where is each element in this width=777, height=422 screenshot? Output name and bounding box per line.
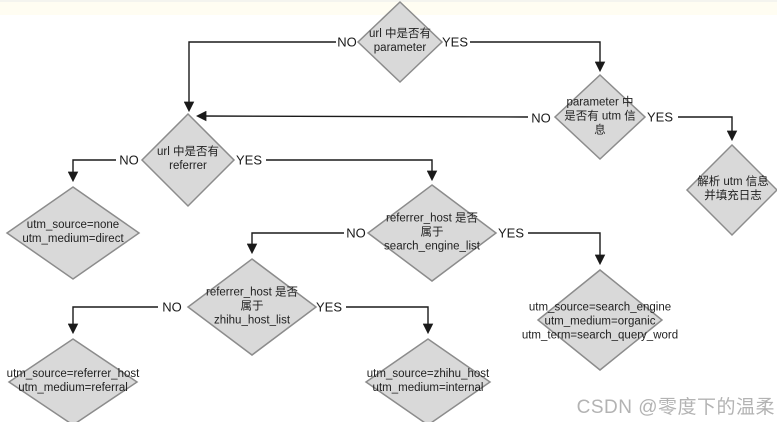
node-line: 是否有 utm 信 [564, 110, 636, 123]
node-zhihu-host-internal-label: utm_source=zhihu_host utm_medium=interna… [333, 368, 523, 396]
node-referrer-host-referral-label: utm_source=referrer_host utm_medium=refe… [0, 368, 173, 396]
node-line: parameter 中 [566, 96, 634, 109]
node-line: utm_medium=referral [18, 382, 128, 394]
diamond-has-parameter [356, 0, 444, 84]
branch-label-yes: YES [315, 299, 343, 315]
node-parse-utm-label: 解析 utm 信息 并填充日志 [681, 176, 777, 204]
node-line: search_engine_list [384, 239, 480, 252]
node-line: parameter [373, 42, 427, 54]
diamond-referrer-host-referral [7, 338, 139, 422]
diamond-has-referrer [140, 112, 236, 208]
edge-has-referrer-yes [266, 159, 438, 182]
diamond-none-direct [5, 186, 141, 280]
node-zhihu-host-list-label: referrer_host 是否 属于 zhihu_host_list [172, 286, 332, 327]
diamond-zhihu-host-list [186, 258, 318, 356]
node-search-engine-list-label: referrer_host 是否 属于 search_engine_list [352, 212, 512, 253]
branch-label-no: NO [337, 34, 357, 50]
node-line: url 中是否有 [369, 28, 431, 41]
node-line: url 中是否有 [157, 146, 219, 159]
edge-has-parameter-yes [470, 41, 606, 73]
branch-label-no: NO [162, 299, 182, 315]
edge-zhihu-list-no [67, 306, 158, 335]
diamond-search-engine-list [366, 184, 498, 282]
node-line: utm_source=referrer_host [6, 368, 140, 381]
branch-label-yes: YES [235, 152, 263, 168]
branch-label-no: NO [346, 225, 366, 241]
node-line: 解析 utm 信息 [697, 176, 769, 189]
edge-has-utm-info-yes [678, 116, 738, 142]
node-line: utm_source=search_engine [528, 301, 672, 314]
edge-search-engine-yes [528, 232, 606, 266]
edge-has-referrer-no [67, 159, 116, 183]
branch-label-no: NO [531, 110, 551, 126]
node-line: utm_medium=organic [544, 315, 656, 328]
node-line: utm_term=search_query_word [521, 328, 679, 341]
edge-search-engine-no [246, 232, 344, 255]
node-has-referrer-label: url 中是否有 referrer [133, 146, 243, 174]
node-line: referrer [169, 160, 207, 172]
node-search-engine-organic-label: utm_source=search_engine utm_medium=orga… [495, 301, 705, 342]
csdn-watermark: CSDN @零度下的温柔 [576, 397, 775, 418]
node-line: 属于 [420, 226, 444, 239]
diamond-search-engine-organic [536, 269, 664, 371]
node-line: 属于 [240, 300, 264, 313]
node-line: utm_medium=internal [372, 382, 484, 394]
node-line: referrer_host 是否 [385, 212, 479, 225]
edge-has-parameter-no [183, 41, 336, 113]
diamond-parse-utm [685, 143, 777, 237]
node-line: referrer_host 是否 [205, 286, 299, 299]
edge-zhihu-list-yes [346, 306, 434, 335]
diamond-has-utm-info [553, 73, 647, 161]
node-line: 并填充日志 [704, 190, 762, 202]
top-band [0, 0, 777, 15]
node-line: 息 [594, 123, 606, 136]
node-line: zhihu_host_list [213, 313, 291, 326]
node-line: utm_source=none [26, 219, 120, 232]
node-has-utm-info-label: parameter 中 是否有 utm 信 息 [545, 96, 655, 137]
node-line: utm_medium=direct [22, 233, 124, 245]
branch-label-yes: YES [497, 225, 525, 241]
branch-label-no: NO [119, 152, 139, 168]
node-has-parameter-label: url 中是否有 parameter [345, 28, 455, 56]
diamond-zhihu-host-internal [364, 338, 492, 422]
node-none-direct-label: utm_source=none utm_medium=direct [0, 219, 153, 247]
edge-has-utm-info-no [195, 110, 529, 122]
branch-label-yes: YES [441, 34, 469, 50]
node-line: utm_source=zhihu_host [366, 368, 490, 381]
branch-label-yes: YES [646, 109, 674, 125]
